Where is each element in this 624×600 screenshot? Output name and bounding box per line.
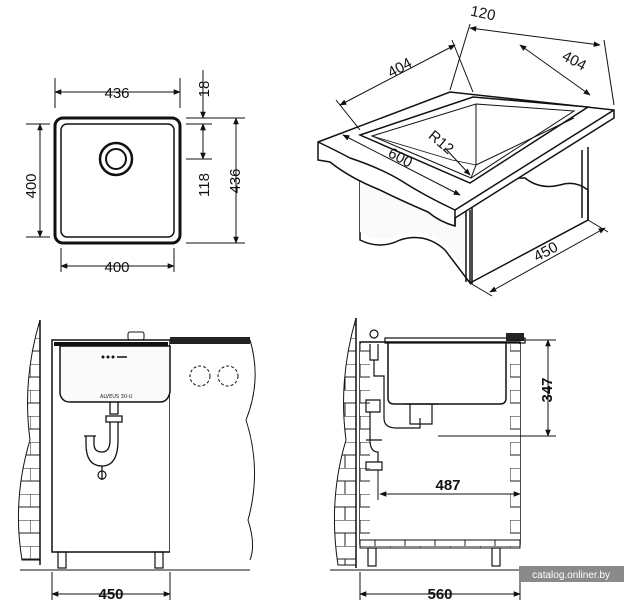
dim-top-height-outer: 436 — [227, 168, 244, 193]
dim-front-width: 450 — [98, 586, 123, 600]
dim-top-height-inner: 400 — [23, 173, 40, 198]
dim-iso-120: 120 — [469, 3, 497, 25]
front-panel-brand: ALVEUS 30-U — [100, 394, 133, 400]
side-bowl — [387, 342, 507, 405]
watermark: catalog.onliner.by — [519, 566, 624, 582]
dim-drain-offset: 118 — [196, 173, 213, 197]
front-wall-bricks — [17, 319, 41, 561]
dim-side-drain: 487 — [435, 477, 460, 494]
iso-view: 120 404 404 R12 600 450 — [317, 3, 615, 297]
faucet-hole-1 — [189, 365, 211, 387]
dim-top-width-outer: 436 — [104, 85, 129, 102]
dim-iso-404-left: 404 — [385, 55, 415, 82]
sink-inner-bowl — [60, 123, 175, 238]
cabinet-sides — [359, 165, 589, 286]
faucet-hole-2 — [217, 365, 239, 387]
side-cabinet — [359, 341, 521, 545]
drain-outer — [98, 141, 134, 177]
front-sink-panel — [59, 345, 171, 403]
front-view: ALVEUS 30-U 450 — [17, 319, 256, 600]
dim-side-width: 560 — [427, 586, 452, 600]
sink-outer-rim — [53, 116, 182, 245]
dim-top-width-inner: 400 — [104, 259, 129, 276]
dim-rim-top: 18 — [196, 81, 213, 98]
watermark-text: catalog.onliner.by — [532, 570, 610, 581]
dim-side-depth: 347 — [539, 377, 556, 402]
front-siphon — [84, 402, 123, 480]
side-view: 347 487 560 — [330, 317, 556, 600]
side-wall-bricks — [333, 317, 357, 566]
top-view: 436 400 400 18 118 436 — [23, 70, 245, 276]
front-countertop — [170, 337, 250, 344]
drain-inner — [105, 148, 127, 170]
dim-iso-404-right: 404 — [559, 48, 589, 75]
dim-iso-450: 450 — [531, 239, 561, 266]
side-plumbing — [365, 344, 438, 471]
